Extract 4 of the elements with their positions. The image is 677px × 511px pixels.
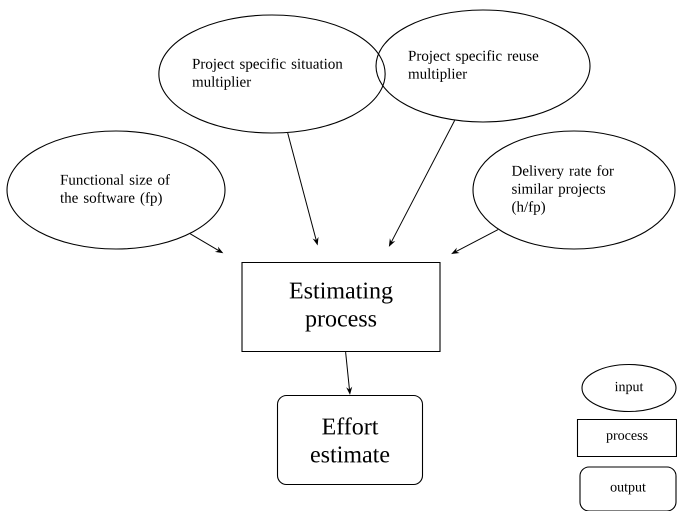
process-box: process bbox=[576, 418, 677, 458]
output-box: output bbox=[579, 466, 677, 511]
output-box: Effort estimate bbox=[276, 394, 424, 486]
process-box: Estimating process bbox=[241, 262, 441, 352]
